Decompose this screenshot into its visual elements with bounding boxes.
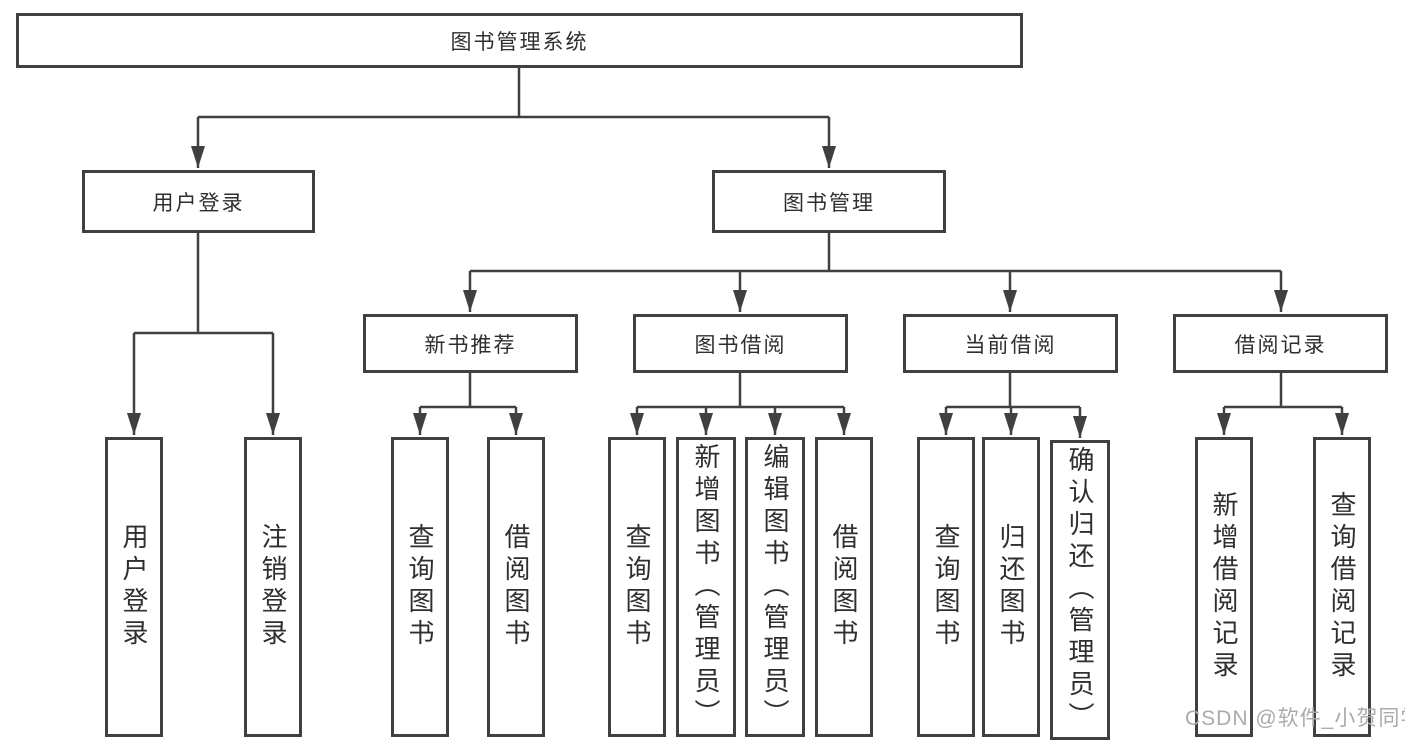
leaf-query-books-current: 查询图书 [917,437,975,737]
node-book-borrow: 图书借阅 [633,314,848,373]
leaf-query-books-recommend: 查询图书 [391,437,449,737]
leaf-borrow-books-recommend: 借阅图书 [487,437,545,737]
csdn-watermark: CSDN @软件_小贺同学 [1185,707,1405,730]
connector-new-book-branch [413,373,523,435]
node-current-borrow: 当前借阅 [903,314,1118,373]
connector-book-borrow-branch [630,373,851,435]
leaf-query-books-borrow: 查询图书 [608,437,666,737]
leaf-borrow-books: 借阅图书 [815,437,873,737]
leaf-user-login: 用户登录 [105,437,163,737]
node-user-login: 用户登录 [82,170,315,233]
node-book-management-system: 图书管理系统 [16,13,1023,68]
leaf-add-borrow-record: 新增借阅记录 [1195,437,1253,737]
connector-root-branch [191,68,836,168]
connector-user-login-branch [127,233,280,435]
connector-book-management-branch [463,233,1288,312]
node-new-book-recommend: 新书推荐 [363,314,578,373]
leaf-return-books: 归还图书 [982,437,1040,737]
leaf-query-borrow-record: 查询借阅记录 [1313,437,1371,737]
leaf-confirm-return-admin: 确认归还（管理员） [1050,440,1110,740]
leaf-logout: 注销登录 [244,437,302,737]
connector-current-borrow-branch [939,373,1087,438]
leaf-add-books-admin: 新增图书（管理员） [676,437,736,737]
node-borrow-records: 借阅记录 [1173,314,1388,373]
leaf-edit-books-admin: 编辑图书（管理员） [745,437,805,737]
connector-borrow-record-branch [1217,373,1349,435]
node-book-management: 图书管理 [712,170,946,233]
